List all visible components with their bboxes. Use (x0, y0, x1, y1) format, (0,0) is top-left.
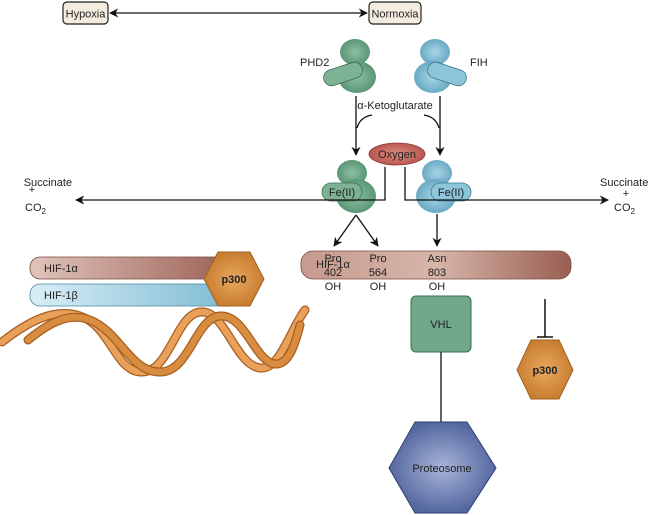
p300-coactivator-label: p300 (221, 274, 246, 286)
proteasome-label: Proteosome (412, 463, 471, 475)
normoxia-label: Normoxia (371, 9, 419, 21)
inhibition-bar (537, 299, 553, 338)
phd2-fe-complex: Fe(II) (321, 160, 376, 213)
p300-coactivator-node: p300 (203, 251, 265, 307)
hif1a-subunit-label: HIF-1α (44, 263, 79, 275)
right-succinate-arrow (404, 167, 609, 205)
site-residue: Asn (428, 253, 447, 265)
phd2-label: PHD2 (300, 57, 329, 69)
site-hydroxyl: OH (370, 281, 387, 293)
left-succinate-plus: + (29, 184, 35, 196)
fih-iron-label: Fe(II) (438, 187, 464, 199)
hif1a-subunit: HIF-1α (29, 256, 241, 280)
fih-enzyme-icon (414, 39, 467, 93)
fih-label: FIH (470, 57, 488, 69)
proteasome-node: Proteosome (388, 421, 497, 514)
site-hydroxyl: OH (325, 281, 342, 293)
hif1b-subunit-label: HIF-1β (44, 290, 78, 302)
p300-blocked-label: p300 (532, 365, 557, 377)
akg-left-curve (356, 114, 373, 129)
hypoxia-label: Hypoxia (66, 9, 107, 21)
dna-helix-icon (0, 305, 310, 377)
pro564-arrow (355, 214, 379, 247)
site-pro402: Pro 402 OH (324, 253, 342, 293)
hif1a-bar-label: HIF-1α (316, 259, 351, 271)
site-number: 402 (324, 267, 342, 279)
p300-blocked-node: p300 (516, 339, 574, 400)
right-co2-label: CO2 (614, 202, 636, 216)
site-number: 564 (369, 267, 387, 279)
oxygen-node: Oxygen (368, 142, 426, 166)
left-succinate-arrow (75, 167, 386, 205)
left-co2-label: CO2 (25, 202, 47, 216)
site-hydroxyl: OH (429, 281, 446, 293)
site-asn803: Asn 803 OH (428, 253, 447, 293)
vhl-node: VHL (410, 295, 472, 353)
left-products: Succinate (24, 177, 72, 189)
site-number: 803 (428, 267, 446, 279)
site-pro564: Pro 564 OH (369, 253, 387, 293)
left-succinate-label: Succinate (24, 177, 72, 189)
fih-fe-complex: Fe(II) (416, 160, 472, 213)
site-residue: Pro (324, 253, 341, 265)
right-succinate-label: Succinate (600, 177, 648, 189)
normoxia-box: Normoxia (368, 1, 422, 25)
hif1a-protein-bar: HIF-1α (300, 250, 572, 280)
hypoxia-box: Hypoxia (62, 1, 109, 25)
akg-right-curve (423, 114, 440, 129)
right-succinate-plus: + (623, 188, 629, 200)
oxygen-label: Oxygen (378, 149, 416, 161)
phd2-iron-label: Fe(II) (329, 187, 355, 199)
pro402-arrow (333, 214, 357, 247)
vhl-label: VHL (430, 319, 451, 331)
site-residue: Pro (369, 253, 386, 265)
alpha-ketoglutarate-label: α-Ketoglutarate (357, 100, 432, 112)
phd2-enzyme-icon (323, 39, 376, 93)
